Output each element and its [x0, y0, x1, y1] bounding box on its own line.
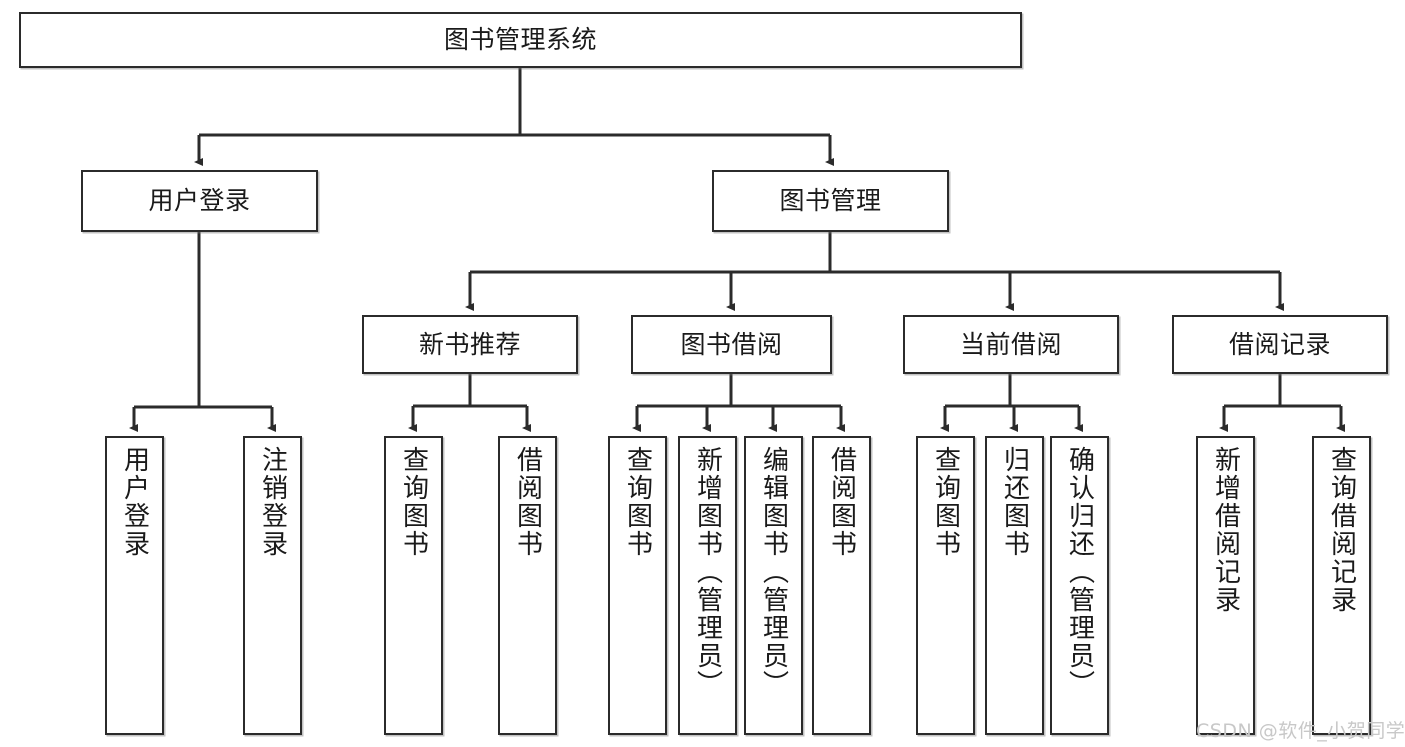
leaf-record-query-record[interactable]: 查询借阅记录 — [1312, 436, 1371, 735]
leaf-user-login-logout[interactable]: 注销登录 — [243, 436, 302, 735]
leaf-borrow-query-book[interactable]: 查询图书 — [608, 436, 667, 735]
node-label: 借阅记录 — [1228, 329, 1331, 359]
node-new-book-recommend[interactable]: 新书推荐 — [362, 315, 578, 374]
leaf-recommend-query-book[interactable]: 查询图书 — [384, 436, 443, 735]
node-user-login[interactable]: 用户登录 — [81, 170, 318, 232]
node-label: 当前借阅 — [959, 329, 1062, 359]
leaf-current-query-book[interactable]: 查询图书 — [916, 436, 975, 735]
node-current-borrow[interactable]: 当前借阅 — [903, 315, 1119, 374]
node-label: 图书借阅 — [680, 329, 783, 359]
node-book-borrow[interactable]: 图书借阅 — [631, 315, 832, 374]
node-label: 用户登录 — [119, 446, 150, 558]
node-label: 新书推荐 — [418, 329, 521, 359]
leaf-user-login-login[interactable]: 用户登录 — [105, 436, 164, 735]
csdn-watermark: CSDN @软件_小贺同学 — [1196, 720, 1405, 742]
leaf-recommend-borrow-book[interactable]: 借阅图书 — [498, 436, 557, 735]
leaf-borrow-borrow-book[interactable]: 借阅图书 — [812, 436, 871, 735]
node-label: 图书管理 — [779, 186, 882, 216]
leaf-borrow-add-book[interactable]: 新增图书（管理员） — [678, 436, 737, 735]
node-label: 查询图书 — [930, 446, 961, 558]
leaf-borrow-edit-book[interactable]: 编辑图书（管理员） — [744, 436, 803, 735]
node-label: 注销登录 — [257, 446, 288, 558]
node-book-management[interactable]: 图书管理 — [712, 170, 949, 232]
node-label: 借阅图书 — [512, 446, 543, 558]
node-label: 查询图书 — [622, 446, 653, 558]
leaf-current-confirm-return[interactable]: 确认归还（管理员） — [1050, 436, 1109, 735]
node-label: 编辑图书（管理员） — [758, 446, 789, 698]
node-label: 查询图书 — [398, 446, 429, 558]
node-label: 新增借阅记录 — [1210, 446, 1241, 614]
leaf-current-return-book[interactable]: 归还图书 — [985, 436, 1044, 735]
node-label: 确认归还（管理员） — [1064, 446, 1095, 698]
node-label: 借阅图书 — [826, 446, 857, 558]
node-label: 用户登录 — [148, 186, 251, 216]
node-root-system[interactable]: 图书管理系统 — [19, 12, 1022, 68]
node-label: 图书管理系统 — [443, 25, 597, 55]
node-label: 新增图书（管理员） — [692, 446, 723, 698]
node-label: 归还图书 — [999, 446, 1030, 558]
node-label: 查询借阅记录 — [1326, 446, 1357, 614]
leaf-record-add-record[interactable]: 新增借阅记录 — [1196, 436, 1255, 735]
node-borrow-record[interactable]: 借阅记录 — [1172, 315, 1388, 374]
